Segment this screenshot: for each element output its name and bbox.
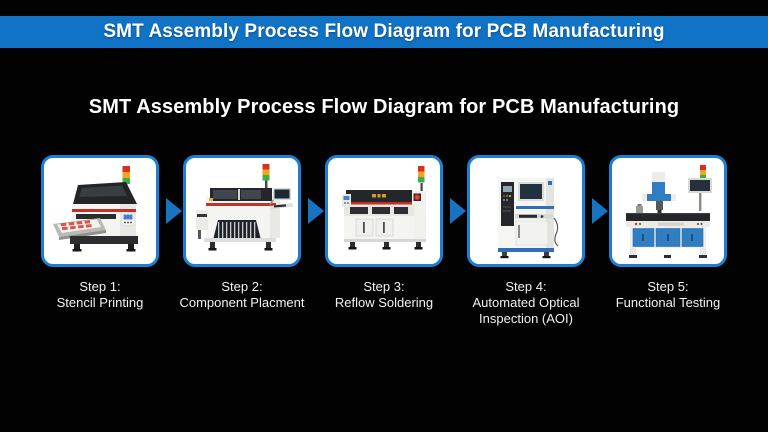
machine-box-component-placement	[183, 155, 301, 267]
flow-arrow-3	[443, 198, 467, 224]
step-3-label-line1: Step 3:	[363, 279, 405, 294]
step-2-label-line1: Step 2:	[221, 279, 263, 294]
step-4-label-line2: Automated Optical	[472, 295, 580, 310]
banner: SMT Assembly Process Flow Diagram for PC…	[0, 16, 768, 48]
step-5: Step 5: Functional Testing	[609, 155, 727, 311]
flow-arrow-2	[301, 198, 325, 224]
flow-arrow-1	[159, 198, 183, 224]
step-2-label: Step 2: Component Placment	[157, 279, 327, 311]
reflow-oven-image	[342, 166, 426, 250]
step-1-label: Step 1: Stencil Printing	[15, 279, 185, 311]
step-2: Step 2: Component Placment	[179, 155, 305, 311]
arrow-right-icon	[166, 198, 182, 224]
step-4-label-line1: Step 4:	[505, 279, 547, 294]
page-title: SMT Assembly Process Flow Diagram for PC…	[88, 96, 680, 118]
flow-arrow-4	[585, 198, 609, 224]
arrow-right-icon	[592, 198, 608, 224]
process-flow: Step 1: Stencil Printing	[0, 155, 768, 327]
step-3-label-line2: Reflow Soldering	[334, 295, 434, 310]
step-5-label-line2: Functional Testing	[615, 295, 721, 310]
functional-tester-image	[626, 165, 712, 258]
arrow-right-icon	[450, 198, 466, 224]
machine-box-stencil-printing	[41, 155, 159, 267]
step-5-label: Step 5: Functional Testing	[583, 279, 753, 311]
stencil-printer-image	[53, 166, 138, 252]
machine-box-functional-testing	[609, 155, 727, 267]
machine-box-reflow-soldering	[325, 155, 443, 267]
step-1: Step 1: Stencil Printing	[41, 155, 159, 311]
machine-box-aoi	[467, 155, 585, 267]
step-5-label-line1: Step 5:	[647, 279, 689, 294]
step-1-label-line1: Step 1:	[79, 279, 121, 294]
step-1-label-line2: Stencil Printing	[56, 295, 144, 310]
step-4-label-line3: Inspection (AOI)	[479, 311, 573, 326]
step-2-label-line2: Component Placment	[179, 295, 305, 310]
aoi-machine-image	[498, 178, 559, 259]
step-4-label: Step 4: Automated Optical Inspection (AO…	[441, 279, 611, 327]
step-3: Step 3: Reflow Soldering	[325, 155, 443, 311]
step-4: Step 4: Automated Optical Inspection (AO…	[467, 155, 585, 327]
pick-and-place-machine-image	[196, 164, 293, 251]
banner-title: SMT Assembly Process Flow Diagram for PC…	[103, 21, 665, 42]
step-3-label: Step 3: Reflow Soldering	[299, 279, 469, 311]
arrow-right-icon	[308, 198, 324, 224]
